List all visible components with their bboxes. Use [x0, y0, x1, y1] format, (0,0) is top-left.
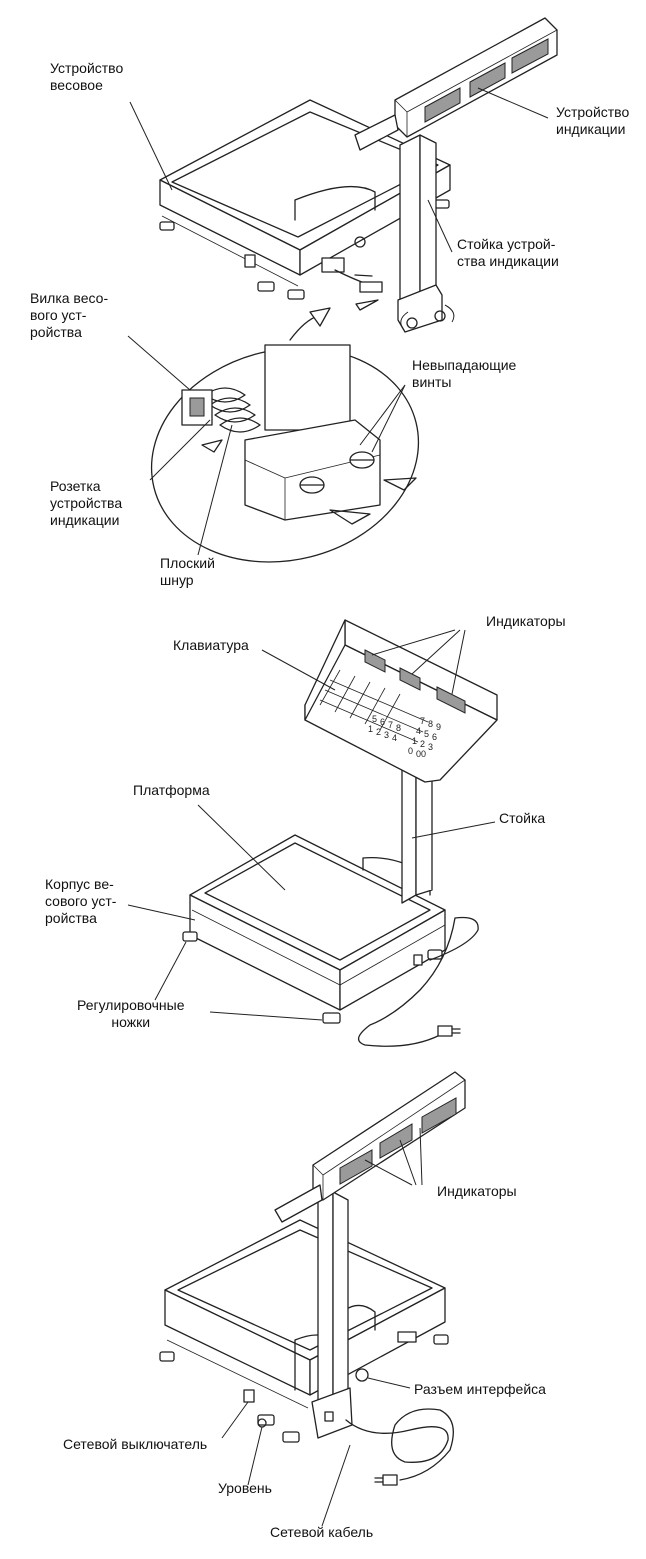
digit-key-6: 1 [412, 736, 417, 746]
digit-key-4: 5 [424, 729, 429, 739]
small-key-0: 5 [372, 714, 377, 724]
small-key-5: 2 [376, 727, 381, 737]
small-key-6: 3 [384, 730, 389, 740]
small-key-7: 4 [392, 733, 397, 743]
label-platform: Платформа [133, 782, 210, 798]
digit-key-3: 4 [416, 726, 421, 736]
label-flat-cable: Плоский шнур [160, 555, 215, 588]
small-key-3: 8 [396, 723, 401, 733]
digit-key-7: 2 [420, 739, 425, 749]
label-weigh-plug: Вилка весо- вого уст- ройства [30, 290, 109, 340]
figure3-scale-drawing [159, 1071, 466, 1527]
small-key-4: 1 [368, 724, 373, 734]
label-weigh-device: Устройство весовое [50, 60, 124, 93]
digit-key-2: 9 [436, 722, 441, 732]
digit-key-0: 7 [420, 716, 425, 726]
digit-key-8: 3 [428, 742, 433, 752]
label-housing: Корпус ве- сового уст- ройства [45, 876, 117, 926]
label-captive-screws: Невыпадающие винты [412, 357, 517, 390]
small-key-1: 6 [380, 717, 385, 727]
label-feet: Регулировочные ножки [77, 997, 185, 1030]
label-power-switch: Сетевой выключатель [63, 1436, 208, 1452]
label-power-cable: Сетевой кабель [270, 1524, 374, 1540]
digit-key-9: 0 [408, 746, 413, 756]
label-indicators-fig3: Индикаторы [437, 1183, 517, 1199]
figure2-scale-drawing: 5 6 7 8 1 2 3 4 7 8 9 4 5 6 1 2 3 0 00 [127, 619, 498, 1047]
label-display-device: Устройство индикации [556, 104, 630, 137]
label-display-post: Стойка устрой- ства индикации [457, 236, 559, 269]
label-indicators-fig2: Индикаторы [486, 613, 566, 629]
figure1-scale-drawing [127, 17, 558, 563]
digit-key-5: 6 [432, 732, 437, 742]
digit-key-10: 00 [416, 749, 426, 759]
small-key-2: 7 [388, 720, 393, 730]
digit-key-1: 8 [428, 719, 433, 729]
numeric-keypad: 7 8 9 4 5 6 1 2 3 0 00 [408, 716, 441, 759]
small-keypad: 5 6 7 8 1 2 3 4 [368, 714, 401, 743]
label-keyboard: Клавиатура [173, 637, 249, 653]
label-level: Уровень [218, 1480, 272, 1496]
label-interface-connector: Разъем интерфейса [414, 1381, 546, 1397]
label-post: Стойка [499, 810, 546, 826]
label-display-socket: Розетка устройства индикации [50, 478, 123, 528]
